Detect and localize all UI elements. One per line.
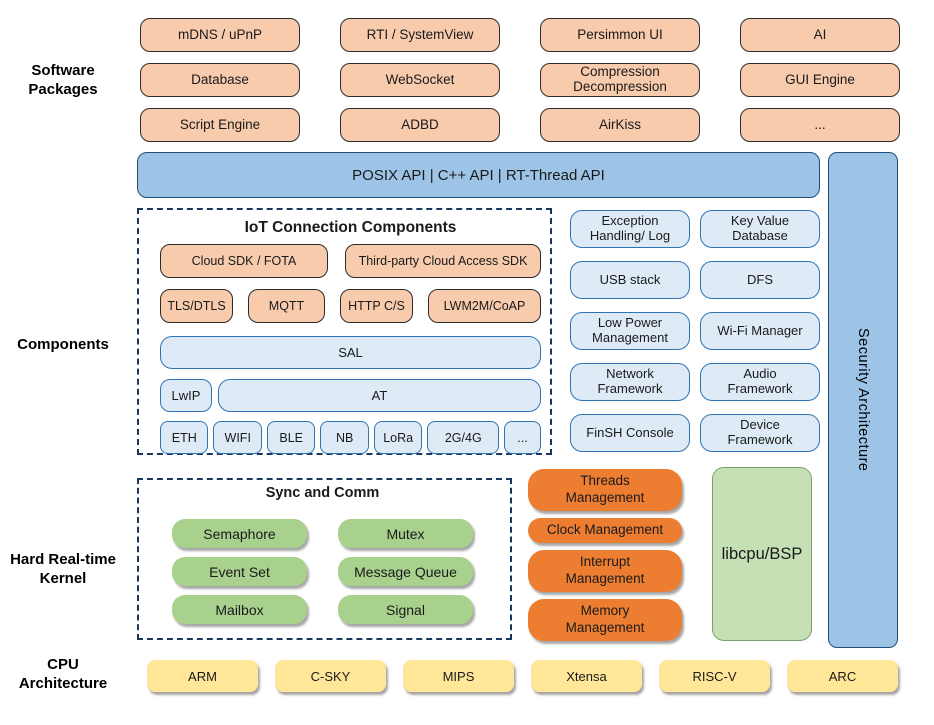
sync-pill-signal: Signal	[338, 595, 473, 624]
package-box-gui-engine: GUI Engine	[740, 63, 900, 97]
cpu-box-xtensa: Xtensa	[531, 660, 642, 692]
iot-protocol-row: TLS/DTLS MQTT HTTP C/S LWM2M/CoAP	[160, 289, 541, 323]
cpu-box-arc: ARC	[787, 660, 898, 692]
software-packages-group: mDNS / uPnP RTI / SystemView Persimmon U…	[140, 18, 900, 142]
iot-group-title: IoT Connection Components	[244, 219, 457, 236]
package-box-rti-systemview: RTI / SystemView	[340, 18, 500, 52]
cpu-architecture-label: CPU Architecture	[18, 656, 108, 692]
components-group: Exception Handling/ Log Key Value Databa…	[570, 210, 820, 452]
sync-pill-grid: Semaphore Mutex Event Set Message Queue …	[172, 519, 473, 624]
mgmt-pill-memory: Memory Management	[528, 599, 682, 641]
component-box-network-framework: Network Framework	[570, 363, 690, 401]
cpu-box-mips: MIPS	[403, 660, 514, 692]
iot-box-2g4g: 2G/4G	[427, 421, 500, 454]
libcpu-bsp-box: libcpu/BSP	[712, 467, 812, 641]
libcpu-bsp-label: libcpu/BSP	[721, 544, 803, 563]
package-box-websocket: WebSocket	[340, 63, 500, 97]
sync-group-title: Sync and Comm	[265, 485, 380, 501]
package-box-script-engine: Script Engine	[140, 108, 300, 142]
sync-pill-mailbox: Mailbox	[172, 595, 307, 624]
package-box-mdns-upnp: mDNS / uPnP	[140, 18, 300, 52]
api-layer-label: POSIX API | C++ API | RT-Thread API	[352, 166, 605, 184]
iot-sdk-row: Cloud SDK / FOTA Third-party Cloud Acces…	[160, 244, 541, 278]
iot-box-thirdparty-cloud-sdk: Third-party Cloud Access SDK	[345, 244, 541, 278]
package-box-database: Database	[140, 63, 300, 97]
component-box-dfs: DFS	[700, 261, 820, 299]
package-box-airkiss: AirKiss	[540, 108, 700, 142]
cpu-box-arm: ARM	[147, 660, 258, 692]
cpu-box-c-sky: C-SKY	[275, 660, 386, 692]
component-box-device-framework: Device Framework	[700, 414, 820, 452]
iot-box-sal: SAL	[160, 336, 541, 369]
iot-box-lwip: LwIP	[160, 379, 212, 412]
kernel-management-group: Threads Management Clock Management Inte…	[528, 469, 682, 641]
security-architecture-label: Security Architecture	[855, 328, 871, 472]
package-box-ai: AI	[740, 18, 900, 52]
package-box-adbd: ADBD	[340, 108, 500, 142]
iot-box-eth: ETH	[160, 421, 209, 454]
mgmt-pill-threads: Threads Management	[528, 469, 682, 511]
cpu-box-risc-v: RISC-V	[659, 660, 770, 692]
package-box-persimmon-ui: Persimmon UI	[540, 18, 700, 52]
component-box-wifi-manager: Wi-Fi Manager	[700, 312, 820, 350]
iot-box-lora: LoRa	[373, 421, 423, 454]
component-box-usb-stack: USB stack	[570, 261, 690, 299]
components-label: Components	[17, 336, 109, 353]
iot-link-layer-row: ETH WIFI BLE NB LoRa 2G/4G ...	[160, 421, 541, 454]
cpu-architecture-group: ARM C-SKY MIPS Xtensa RISC-V ARC	[147, 660, 898, 692]
sync-pill-mutex: Mutex	[338, 519, 473, 548]
iot-box-nb: NB	[320, 421, 369, 454]
sync-pill-message-queue: Message Queue	[338, 557, 473, 586]
mgmt-pill-clock: Clock Management	[528, 518, 682, 543]
iot-box-ble: BLE	[266, 421, 316, 454]
iot-box-cloud-sdk-fota: Cloud SDK / FOTA	[160, 244, 328, 278]
component-box-finsh-console: FinSH Console	[570, 414, 690, 452]
package-box-compression: Compression Decompression	[540, 63, 700, 97]
iot-connection-components-group: IoT Connection Components Cloud SDK / FO…	[137, 208, 552, 455]
package-box-more: ...	[740, 108, 900, 142]
mgmt-pill-interrupt: Interrupt Management	[528, 550, 682, 592]
software-packages-label: Software Packages	[28, 62, 98, 98]
iot-box-more: ...	[504, 421, 541, 454]
component-box-low-power-management: Low Power Management	[570, 312, 690, 350]
iot-box-wifi: WIFI	[213, 421, 262, 454]
component-box-exception-handling-log: Exception Handling/ Log	[570, 210, 690, 248]
iot-box-mqtt: MQTT	[248, 289, 325, 323]
sync-and-comm-group: Sync and Comm Semaphore Mutex Event Set …	[137, 478, 512, 640]
iot-lwip-at-row: LwIP AT	[160, 379, 541, 412]
api-layer-bar: POSIX API | C++ API | RT-Thread API	[137, 152, 820, 198]
iot-box-tls-dtls: TLS/DTLS	[160, 289, 233, 323]
component-box-key-value-database: Key Value Database	[700, 210, 820, 248]
security-architecture-bar: Security Architecture	[828, 152, 898, 648]
iot-box-at: AT	[218, 379, 541, 412]
component-box-audio-framework: Audio Framework	[700, 363, 820, 401]
iot-box-http-cs: HTTP C/S	[340, 289, 413, 323]
iot-box-lwm2m-coap: LWM2M/CoAP	[428, 289, 541, 323]
hard-realtime-kernel-label: Hard Real-time Kernel	[10, 551, 116, 587]
sync-pill-event-set: Event Set	[172, 557, 307, 586]
sync-pill-semaphore: Semaphore	[172, 519, 307, 548]
